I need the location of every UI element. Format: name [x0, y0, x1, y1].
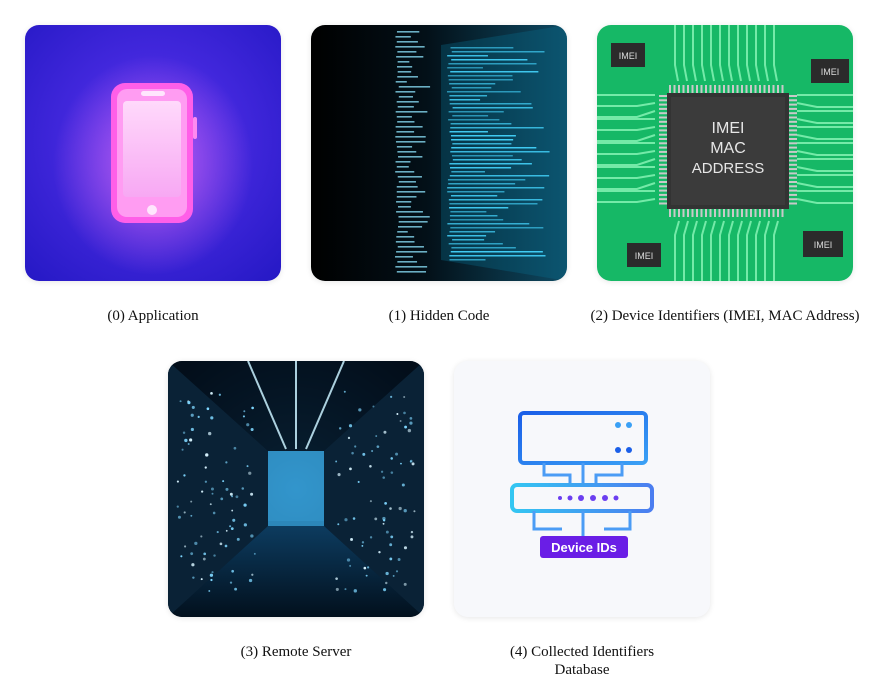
server-room-icon: [168, 361, 424, 617]
hidden-code-panel: [311, 25, 567, 281]
remote-server-panel: [168, 361, 424, 617]
caption-device-identifiers: (2) Device Identifiers (IMEI, MAC Addres…: [590, 308, 860, 324]
smartphone-icon: [25, 25, 281, 281]
device-ids-badge-label: Device IDs: [551, 540, 617, 555]
caption-remote-server: (3) Remote Server: [240, 644, 352, 660]
chip-label-imei: IMEI: [712, 120, 745, 137]
device-ids-badge: [540, 536, 628, 558]
svg-text:IMEI: IMEI: [635, 251, 654, 261]
caption-collected-identifiers: (4) Collected Identifiers Database: [509, 644, 655, 678]
svg-text:IMEI: IMEI: [814, 240, 833, 250]
small-chip: IMEI: [811, 59, 849, 83]
chip-label-mac: MAC: [710, 140, 746, 157]
application-panel: [25, 25, 281, 281]
caption-hidden-code: (1) Hidden Code: [388, 308, 490, 324]
svg-text:IMEI: IMEI: [619, 51, 638, 61]
chip-icon: IMEI IMEI IMEI IMEI IMEI MAC ADDRESS: [597, 25, 853, 281]
small-chip: IMEI: [611, 43, 645, 67]
chip-label-address: ADDRESS: [692, 160, 765, 177]
svg-text:IMEI: IMEI: [821, 67, 840, 77]
database-server-icon: Device IDs: [454, 361, 710, 617]
small-chip: IMEI: [627, 243, 661, 267]
small-chip: IMEI: [803, 231, 843, 257]
collected-identifiers-panel: Device IDs: [454, 361, 710, 617]
caption-application: (0) Application: [107, 308, 199, 324]
device-identifiers-panel: IMEI IMEI IMEI IMEI IMEI MAC ADDRESS: [597, 25, 853, 281]
code-screen-icon: [311, 25, 567, 281]
